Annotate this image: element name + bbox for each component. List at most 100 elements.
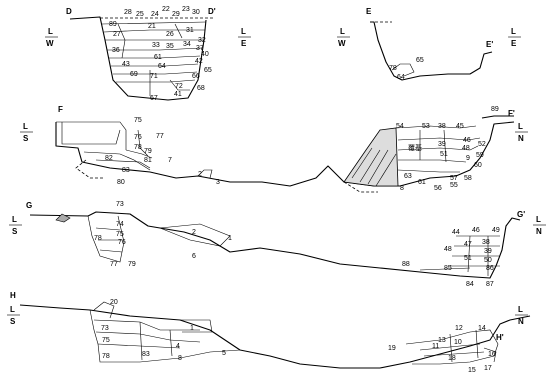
layer-label: 46 xyxy=(472,227,480,234)
section-e-layer-labels: 65 78 64 xyxy=(389,57,424,81)
layer-label: 46 xyxy=(463,137,471,144)
layer-label: 59 xyxy=(476,152,484,159)
layer-label: 15 xyxy=(468,367,476,374)
layer-label: 14 xyxy=(478,325,486,332)
section-d-dir-right: L E xyxy=(238,27,251,48)
layer-label: 60 xyxy=(474,162,482,169)
layer-label: 71 xyxy=(150,73,158,80)
section-e-label: E xyxy=(366,7,372,16)
layer-label: 61 xyxy=(418,179,426,186)
layer-label: 6 xyxy=(192,253,196,260)
svg-text:W: W xyxy=(338,39,346,48)
section-g-end-label: G' xyxy=(517,210,525,219)
layer-label: 22 xyxy=(162,6,170,13)
section-e: E E' L W L E 65 78 64 xyxy=(337,7,521,81)
layer-label: 77 xyxy=(156,133,164,140)
layer-label: 79 xyxy=(128,261,136,268)
layer-label: 75 xyxy=(134,117,142,124)
section-h-label: H xyxy=(10,291,16,300)
layer-label: 64 xyxy=(397,74,405,81)
layer-label: 87 xyxy=(486,281,494,288)
layer-label: 47 xyxy=(464,241,472,248)
section-h: H H' L S L N 20 73 1 75 4 78 83 xyxy=(7,291,531,374)
section-g-layer-labels: 73 74 75 76 78 77 79 2 1 6 44 46 49 47 3… xyxy=(94,201,500,288)
layer-label: 44 xyxy=(452,229,460,236)
layer-label: 8 xyxy=(178,355,182,362)
section-h-dir-left: L S xyxy=(7,305,20,326)
section-d-label: D xyxy=(66,7,72,16)
layer-label: 33 xyxy=(152,42,160,49)
layer-label: 55 xyxy=(450,182,458,189)
svg-text:L: L xyxy=(241,27,246,36)
svg-text:L: L xyxy=(48,27,53,36)
svg-text:L: L xyxy=(12,215,17,224)
layer-label: 40 xyxy=(201,51,209,58)
layer-label: 27 xyxy=(113,31,121,38)
section-f-layer-labels: 75 77 76 78 79 81 82 7 83 80 2 3 54 53 3… xyxy=(105,106,499,192)
layer-label: 84 xyxy=(466,281,474,288)
layer-label: 20 xyxy=(110,299,118,306)
layer-label: 2 xyxy=(198,171,202,178)
layer-label: 64 xyxy=(158,63,166,70)
layer-label: 68 xyxy=(197,85,205,92)
layer-label: 32 xyxy=(198,37,206,44)
layer-label: 72 xyxy=(175,83,183,90)
layer-label: 38 xyxy=(438,123,446,130)
layer-label: 25 xyxy=(136,11,144,18)
section-d-layer-labels: 28 25 24 22 29 23 30 89 21 27 26 31 32 3… xyxy=(109,6,212,102)
svg-text:L: L xyxy=(518,122,523,131)
layer-label: 52 xyxy=(478,141,486,148)
layer-label: 75 xyxy=(102,337,110,344)
layer-label: 11 xyxy=(432,343,439,350)
layer-label: 8 xyxy=(400,185,404,192)
svg-text:L: L xyxy=(23,122,28,131)
layer-label: 76 xyxy=(134,134,142,141)
svg-text:S: S xyxy=(10,317,16,326)
layer-label: 48 xyxy=(462,145,470,152)
section-f-label: F xyxy=(58,105,63,114)
layer-label: 38 xyxy=(482,239,490,246)
layer-label: 53 xyxy=(422,123,430,130)
layer-label: 66 xyxy=(192,73,200,80)
svg-text:S: S xyxy=(12,227,18,236)
layer-label: 49 xyxy=(492,227,500,234)
svg-text:L: L xyxy=(10,305,15,314)
layer-label: 50 xyxy=(484,257,492,264)
section-f: F F' L S L N 75 xyxy=(20,105,528,193)
layer-label: 7 xyxy=(168,157,172,164)
layer-label: 58 xyxy=(464,175,472,182)
layer-label: 5 xyxy=(222,350,226,357)
layer-label: 35 xyxy=(166,43,174,50)
layer-label: 2 xyxy=(192,229,196,236)
layer-label: 89 xyxy=(109,21,117,28)
layer-label: 56 xyxy=(434,185,442,192)
layer-label: 39 xyxy=(438,141,446,148)
layer-label: 31 xyxy=(186,27,194,34)
svg-text:S: S xyxy=(23,134,29,143)
layer-label: 81 xyxy=(144,157,152,164)
svg-text:W: W xyxy=(46,39,54,48)
layer-label: 36 xyxy=(112,47,120,54)
layer-label: 89 xyxy=(491,106,499,113)
svg-text:L: L xyxy=(511,27,516,36)
layer-label: 54 xyxy=(396,123,404,130)
layer-label: 18 xyxy=(448,355,456,362)
section-f-end-label: F' xyxy=(508,109,515,118)
svg-text:L: L xyxy=(536,215,541,224)
layer-label: 9 xyxy=(466,155,470,162)
layer-label: 48 xyxy=(444,246,452,253)
layer-label: 78 xyxy=(389,65,397,72)
layer-label: 28 xyxy=(124,9,132,16)
layer-label: 39 xyxy=(484,248,492,255)
layer-label: 57 xyxy=(450,175,458,182)
layer-label: 69 xyxy=(130,71,138,78)
layer-label: 29 xyxy=(172,11,180,18)
layer-label: 12 xyxy=(455,325,463,332)
section-d-dir-left: L W xyxy=(45,27,58,48)
layer-label: 19 xyxy=(388,345,396,352)
section-g-dir-right: L N xyxy=(533,215,546,236)
layer-label: 30 xyxy=(192,9,200,16)
layer-label: 16 xyxy=(488,351,496,358)
section-g: G G' L S L N 73 74 75 76 78 77 79 2 1 xyxy=(9,201,546,288)
